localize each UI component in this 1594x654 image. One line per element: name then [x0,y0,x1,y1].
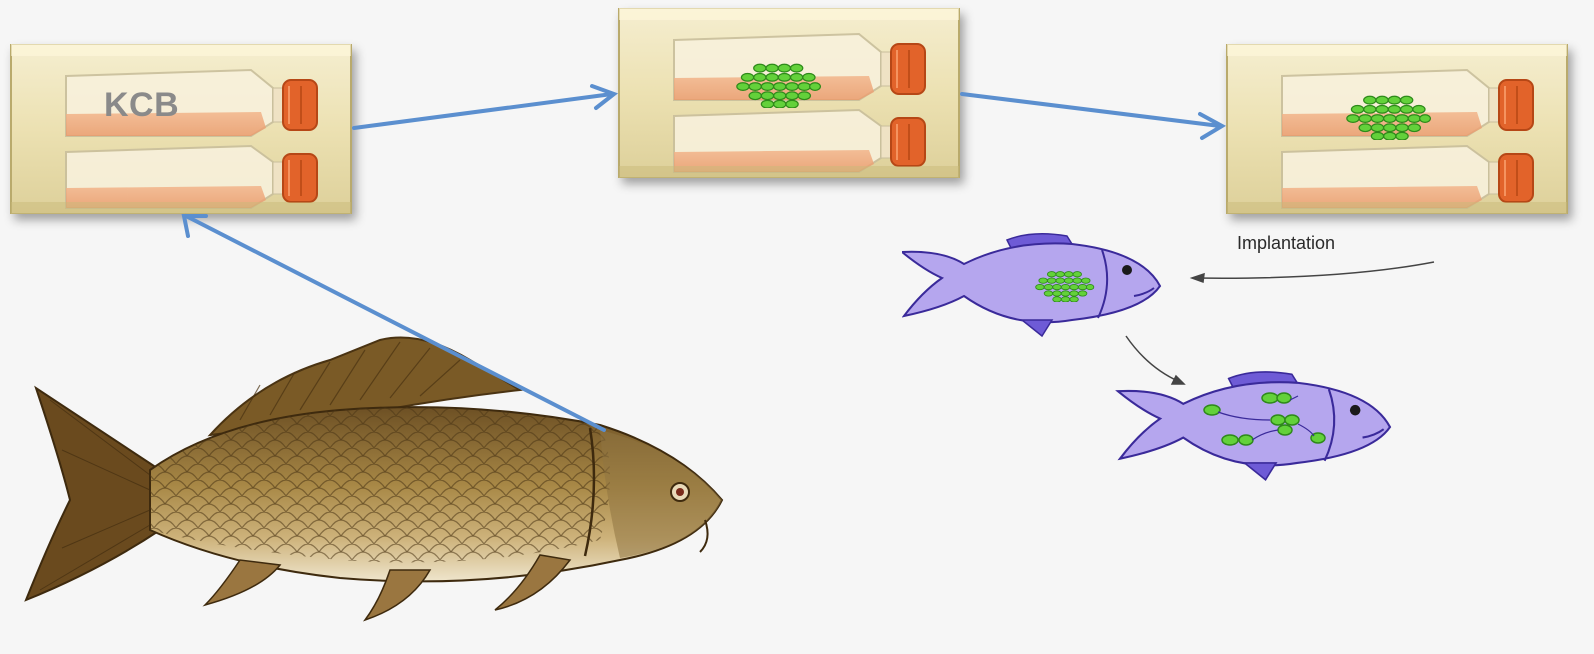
implanted-fish-bottom [1118,372,1390,480]
implanted-fish-top [902,234,1160,336]
flask-label-kcb: KCB [104,86,179,125]
implanted-fish-icon [902,234,1160,336]
implantation-label: Implantation [1237,233,1335,254]
arrow-flask2-to-flask3 [962,94,1220,126]
implantation-arrows [1126,262,1434,384]
implanted-fish-icon [1118,372,1390,480]
culture-flask-icon [11,44,351,214]
arrow-flask1-to-flask2 [354,94,612,128]
carp-illustration [26,338,722,621]
culture-flask-1 [11,44,351,214]
